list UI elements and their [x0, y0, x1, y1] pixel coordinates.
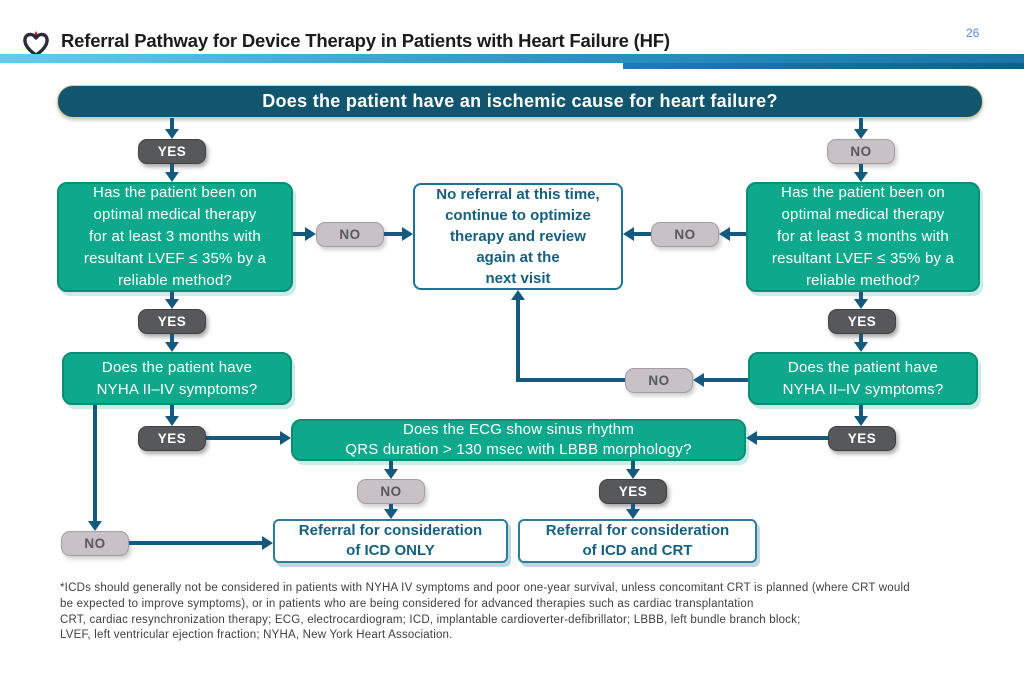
- node-omt-question-left: Has the patient been on optimal medical …: [57, 182, 293, 292]
- badge-yes-nyha-right: YES: [828, 426, 896, 451]
- arrow-nyha-right-to-yes-line: [859, 405, 863, 416]
- arrow-ecg-to-no-line: [389, 461, 393, 469]
- node-no-referral: No referral at this time, continue to op…: [413, 183, 623, 290]
- arrow-omt-right-to-no-head: [719, 227, 730, 241]
- arrow-no-to-icd-only-bottom-line: [129, 541, 263, 545]
- arrow-no-to-noreferral-left-line: [384, 232, 402, 236]
- badge-no-ischemic: NO: [827, 139, 895, 164]
- arrow-no-to-noreferral-left-head: [402, 227, 413, 241]
- node-nyha-question-right: Does the patient have NYHA II–IV symptom…: [748, 352, 978, 405]
- arrow-ecg-to-yes-line: [631, 461, 635, 469]
- arrow-yes-to-nyha-left-head: [165, 342, 179, 352]
- badge-yes-omt-left: YES: [138, 309, 206, 334]
- arrow-no-to-icd-only-line: [389, 504, 393, 509]
- arrow-nyha-right-to-no-line: [704, 378, 748, 382]
- arrow-yes-to-nyha-left-line: [170, 334, 174, 342]
- arrow-no-elbow-horizontal: [516, 378, 625, 382]
- arrow-yes-to-ecg-left-line: [206, 436, 281, 440]
- arrow-omt-right-to-no-line: [730, 232, 746, 236]
- arrow-no-to-omt-right-head: [854, 172, 868, 182]
- arrow-nyha-left-to-yes-head: [165, 416, 179, 426]
- node-ischemic-question: Does the patient have an ischemic cause …: [57, 85, 983, 118]
- arrow-root-to-yes-head: [165, 129, 179, 139]
- arrow-yes-to-omt-left-head: [165, 172, 179, 182]
- arrow-ecg-to-yes-head: [626, 469, 640, 479]
- arrow-yes-to-nyha-right-head: [854, 342, 868, 352]
- arrow-no-to-omt-right-line: [859, 164, 863, 172]
- node-omt-question-right: Has the patient been on optimal medical …: [746, 182, 980, 292]
- arrow-nyha-left-to-no-line: [93, 405, 97, 521]
- arrow-no-to-noreferral-right-head: [623, 227, 634, 241]
- arrow-no-to-icd-only-head: [384, 509, 398, 519]
- arrow-omt-left-to-no-head: [305, 227, 316, 241]
- badge-no-ecg: NO: [357, 479, 425, 504]
- arrow-no-to-noreferral-bottom-head: [511, 290, 525, 300]
- arrow-omt-left-to-yes-head: [165, 299, 179, 309]
- accent-bar: [0, 54, 1024, 63]
- arrow-omt-left-to-yes-line: [170, 292, 174, 299]
- arrow-yes-to-icd-crt-line: [631, 504, 635, 509]
- arrow-nyha-left-to-no-head: [88, 521, 102, 531]
- arrow-omt-right-to-yes-head: [854, 299, 868, 309]
- arrow-nyha-right-to-yes-head: [854, 416, 868, 426]
- node-ecg-question: Does the ECG show sinus rhythm QRS durat…: [291, 419, 746, 461]
- arrow-yes-to-omt-left-line: [170, 164, 174, 172]
- arrow-root-to-no-head: [854, 129, 868, 139]
- badge-yes-ecg: YES: [599, 479, 667, 504]
- arrow-omt-left-to-no-line: [293, 232, 306, 236]
- page-title: Referral Pathway for Device Therapy in P…: [61, 30, 670, 51]
- arrow-no-to-noreferral-right-line: [634, 232, 651, 236]
- arrow-root-to-no-line: [859, 118, 863, 129]
- arrow-yes-to-icd-crt-head: [626, 509, 640, 519]
- badge-no-nyha-left: NO: [61, 531, 129, 556]
- badge-yes-ischemic: YES: [138, 139, 206, 164]
- arrow-ecg-to-no-head: [384, 469, 398, 479]
- footnote-text: *ICDs should generally not be considered…: [60, 582, 910, 642]
- arrow-root-to-yes-line: [170, 118, 174, 129]
- badge-yes-nyha-left: YES: [138, 426, 206, 451]
- arrow-yes-to-ecg-left-head: [280, 431, 291, 445]
- badge-no-nyha-right: NO: [625, 368, 693, 393]
- node-referral-icd-crt: Referral for consideration of ICD and CR…: [518, 519, 757, 563]
- arrow-yes-to-ecg-right-line: [757, 436, 828, 440]
- arrow-no-to-icd-only-bottom-head: [262, 536, 273, 550]
- badge-no-omt-left: NO: [316, 222, 384, 247]
- page-number: 26: [966, 26, 980, 40]
- node-nyha-question-left: Does the patient have NYHA II–IV symptom…: [62, 352, 292, 405]
- arrow-nyha-left-to-yes-line: [170, 405, 174, 416]
- node-referral-icd-only: Referral for consideration of ICD ONLY: [273, 519, 508, 563]
- arrow-yes-to-nyha-right-line: [859, 334, 863, 342]
- arrow-yes-to-ecg-right-head: [746, 431, 757, 445]
- accent-bar-secondary: [623, 63, 1024, 69]
- arrow-omt-right-to-yes-line: [859, 292, 863, 299]
- badge-no-omt-right: NO: [651, 222, 719, 247]
- arrow-nyha-right-to-no-head: [693, 373, 704, 387]
- arrow-no-elbow-vertical: [516, 299, 520, 379]
- badge-yes-omt-right: YES: [828, 309, 896, 334]
